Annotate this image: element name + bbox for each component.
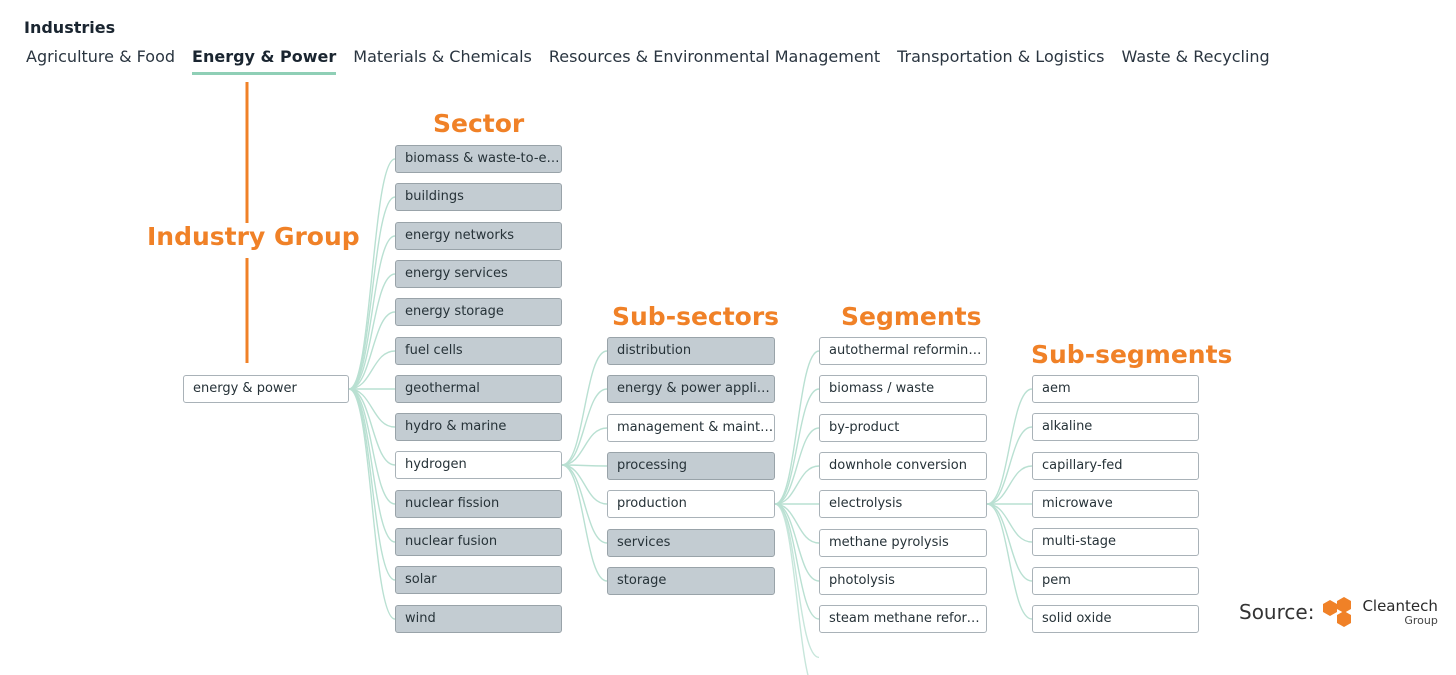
link-root-sector <box>348 196 396 390</box>
link-sector-sub-sector <box>561 388 608 466</box>
link-sector-sub-sector <box>561 427 608 466</box>
node-sub-sector-production[interactable]: production <box>607 490 775 518</box>
logo-brand: Cleantech <box>1362 597 1438 615</box>
industries-heading: Industries <box>24 18 116 37</box>
node-segment-autothermal-reforming[interactable]: autothermal reforming ... <box>819 337 987 365</box>
link-sector-sub-sector <box>561 464 608 505</box>
node-sector-energy-services[interactable]: energy services <box>395 260 562 288</box>
node-sub-sector-management-maintenance[interactable]: management & maintenance <box>607 414 775 442</box>
link-segment-sub-segment <box>986 503 1033 582</box>
label-segments: Segments <box>841 302 982 331</box>
source-label: Source: <box>1239 600 1315 624</box>
label-industry-group: Industry Group <box>147 222 360 251</box>
node-sub-segment-capillary-fed[interactable]: capillary-fed <box>1032 452 1199 480</box>
link-sub-sector-segment <box>774 503 820 544</box>
node-sub-segment-microwave[interactable]: microwave <box>1032 490 1199 518</box>
label-sector: Sector <box>433 109 525 138</box>
node-segment-biomass-waste[interactable]: biomass / waste <box>819 375 987 403</box>
node-segment-electrolysis[interactable]: electrolysis <box>819 490 987 518</box>
node-sector-nuclear-fusion[interactable]: nuclear fusion <box>395 528 562 556</box>
source-attribution: Source: Cleantech Group <box>1239 597 1438 627</box>
node-sector-nuclear-fission[interactable]: nuclear fission <box>395 490 562 518</box>
link-sub-sector-segment <box>774 427 820 505</box>
node-sector-solar[interactable]: solar <box>395 566 562 594</box>
link-segment-sub-segment <box>986 503 1033 620</box>
link-sector-sub-sector <box>561 350 608 466</box>
link-root-sector <box>348 388 396 581</box>
node-sub-sector-services[interactable]: services <box>607 529 775 557</box>
node-sector-geothermal[interactable]: geothermal <box>395 375 562 403</box>
link-sub-sector-segment-offscreen <box>774 503 809 675</box>
node-sub-sector-processing[interactable]: processing <box>607 452 775 480</box>
node-sector-buildings[interactable]: buildings <box>395 183 562 211</box>
link-segment-sub-segment <box>986 388 1033 505</box>
link-segment-sub-segment <box>986 426 1033 505</box>
link-root-sector <box>348 158 396 390</box>
node-sub-segment-solid-oxide[interactable]: solid oxide <box>1032 605 1199 633</box>
tree-links <box>348 158 1033 675</box>
link-sub-sector-segment <box>774 388 820 505</box>
label-sub-segments: Sub-segments <box>1031 340 1233 369</box>
node-sector-energy-storage[interactable]: energy storage <box>395 298 562 326</box>
tab-energy-power[interactable]: Energy & Power <box>192 47 337 77</box>
node-sub-segment-aem[interactable]: aem <box>1032 375 1199 403</box>
link-root-sector <box>348 350 396 390</box>
node-sub-segment-alkaline[interactable]: alkaline <box>1032 413 1199 441</box>
node-sub-sector-energy-power-applications[interactable]: energy & power applications <box>607 375 775 403</box>
tab-transportation-logistics[interactable]: Transportation & Logistics <box>897 47 1105 66</box>
node-sub-sector-storage[interactable]: storage <box>607 567 775 595</box>
node-sector-energy-networks[interactable]: energy networks <box>395 222 562 250</box>
link-root-sector <box>348 388 396 428</box>
cleantech-group-logo: Cleantech Group <box>1320 597 1438 627</box>
link-root-sector <box>348 388 396 543</box>
link-sub-sector-segment-offscreen <box>774 503 820 659</box>
tab-agriculture-food[interactable]: Agriculture & Food <box>26 47 176 66</box>
link-root-sector <box>348 273 396 390</box>
node-segment-downhole-conversion[interactable]: downhole conversion <box>819 452 987 480</box>
node-sector-hydrogen[interactable]: hydrogen <box>395 451 562 479</box>
node-segment-by-product[interactable]: by-product <box>819 414 987 442</box>
link-root-sector <box>348 235 396 390</box>
node-sector-hydro-marine[interactable]: hydro & marine <box>395 413 562 441</box>
node-sub-segment-pem[interactable]: pem <box>1032 567 1199 595</box>
node-segment-photolysis[interactable]: photolysis <box>819 567 987 595</box>
tab-materials-chemicals[interactable]: Materials & Chemicals <box>353 47 532 66</box>
link-sub-sector-segment <box>774 465 820 505</box>
tab-resources-environmental-management[interactable]: Resources & Environmental Management <box>548 47 881 66</box>
node-sector-biomass-waste-to-energy[interactable]: biomass & waste-to-energy <box>395 145 562 173</box>
link-sector-sub-sector <box>561 464 608 544</box>
node-industry-group-energy-power[interactable]: energy & power <box>183 375 349 403</box>
node-sector-fuel-cells[interactable]: fuel cells <box>395 337 562 365</box>
node-segment-methane-pyrolysis[interactable]: methane pyrolysis <box>819 529 987 557</box>
link-root-sector <box>348 388 396 466</box>
node-sub-segment-multi-stage[interactable]: multi-stage <box>1032 528 1199 556</box>
node-sector-wind[interactable]: wind <box>395 605 562 633</box>
label-sub-sectors: Sub-sectors <box>612 302 780 331</box>
node-sub-sector-distribution[interactable]: distribution <box>607 337 775 365</box>
link-segment-sub-segment <box>986 465 1033 505</box>
link-sub-sector-segment <box>774 350 820 505</box>
link-sub-sector-segment <box>774 503 820 582</box>
node-segment-steam-methane-reforming[interactable]: steam methane reforming <box>819 605 987 633</box>
hexagon-logo-icon <box>1323 597 1352 627</box>
link-sector-sub-sector <box>561 464 608 582</box>
tab-waste-recycling[interactable]: Waste & Recycling <box>1121 47 1270 66</box>
link-root-sector <box>348 311 396 390</box>
link-segment-sub-segment <box>986 503 1033 543</box>
link-root-sector <box>348 388 396 620</box>
logo-brand-sub: Group <box>1404 614 1438 627</box>
industry-tabs: Agriculture & Food Energy & Power Material… <box>26 47 1270 77</box>
